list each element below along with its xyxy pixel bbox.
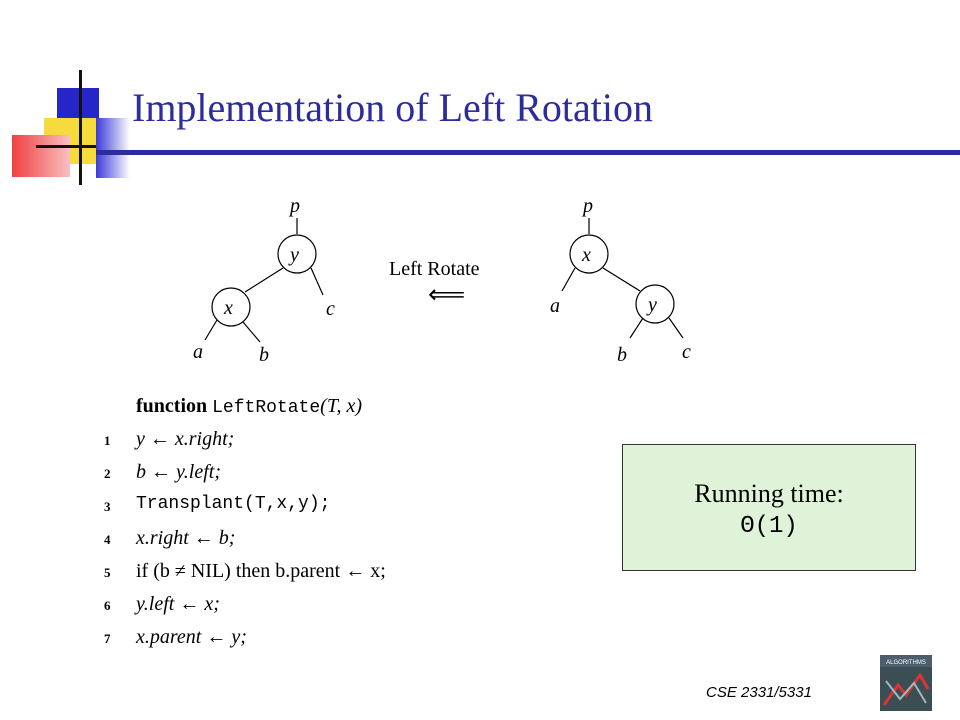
right-tree xyxy=(561,218,684,339)
line-number: 7 xyxy=(104,631,111,646)
code-text: if (b ≠ NIL) then b.parent ← x; xyxy=(136,560,386,582)
tree-node xyxy=(635,284,675,324)
line-number: 2 xyxy=(104,466,111,481)
deco-vertical-line xyxy=(79,70,82,185)
logo-text: ALGORITHMS xyxy=(886,660,926,666)
line-number: 1 xyxy=(104,433,111,448)
function-args: (T, x) xyxy=(320,395,362,417)
code-text: Transplant(T,x,y); xyxy=(136,494,331,514)
label-child: y xyxy=(646,294,657,316)
deco-blue-fade xyxy=(96,118,130,178)
deco-red-square xyxy=(12,135,70,177)
left-arrow-icon: ⟸ xyxy=(428,280,465,310)
code-text: y ← x.right; xyxy=(136,428,235,450)
label-leaf-c: c xyxy=(682,341,691,363)
label-leaf-a: a xyxy=(550,295,560,317)
label-leaf-b: b xyxy=(617,344,627,366)
label-parent: p xyxy=(288,195,300,217)
label-root: y xyxy=(288,244,299,266)
page-title: Implementation of Left Rotation xyxy=(132,85,653,130)
left-rotate-label: Left Rotate xyxy=(389,258,480,280)
keyword-function: function xyxy=(136,395,208,417)
code-text: y.left ← x; xyxy=(136,593,220,615)
left-tree xyxy=(204,218,324,343)
code-text: b ← y.left; xyxy=(136,461,221,483)
label-leaf-a: a xyxy=(193,341,203,363)
right-tree-labels: p x y a b c xyxy=(550,195,691,366)
line-number: 6 xyxy=(104,598,111,613)
running-time-box: Running time: Θ(1) xyxy=(622,444,916,571)
line-number: 4 xyxy=(104,532,111,547)
label-parent: p xyxy=(581,195,593,217)
running-time-value: Θ(1) xyxy=(740,513,798,540)
tree-node xyxy=(277,234,317,274)
tree-node xyxy=(569,234,609,274)
code-text: x.parent ← y; xyxy=(136,626,247,648)
label-child: x xyxy=(223,297,233,319)
pseudocode-block: function LeftRotate(T, x) 1 y ← x.right;… xyxy=(104,395,604,665)
line-number: 3 xyxy=(104,499,111,514)
course-footer: CSE 2331/5331 xyxy=(706,684,812,701)
tree-node xyxy=(211,287,251,327)
label-leaf-c: c xyxy=(326,298,335,320)
title-underline xyxy=(96,150,960,155)
running-time-label: Running time: xyxy=(694,479,844,508)
left-tree-labels: p y x c a b xyxy=(193,195,335,366)
deco-horizontal-line xyxy=(36,145,96,148)
line-number: 5 xyxy=(104,565,111,580)
label-root: x xyxy=(581,244,591,266)
algorithms-book-icon: ALGORITHMS xyxy=(880,655,932,711)
label-leaf-b: b xyxy=(259,344,269,366)
code-text: x.right ← b; xyxy=(136,527,236,549)
function-name: LeftRotate xyxy=(212,398,321,418)
